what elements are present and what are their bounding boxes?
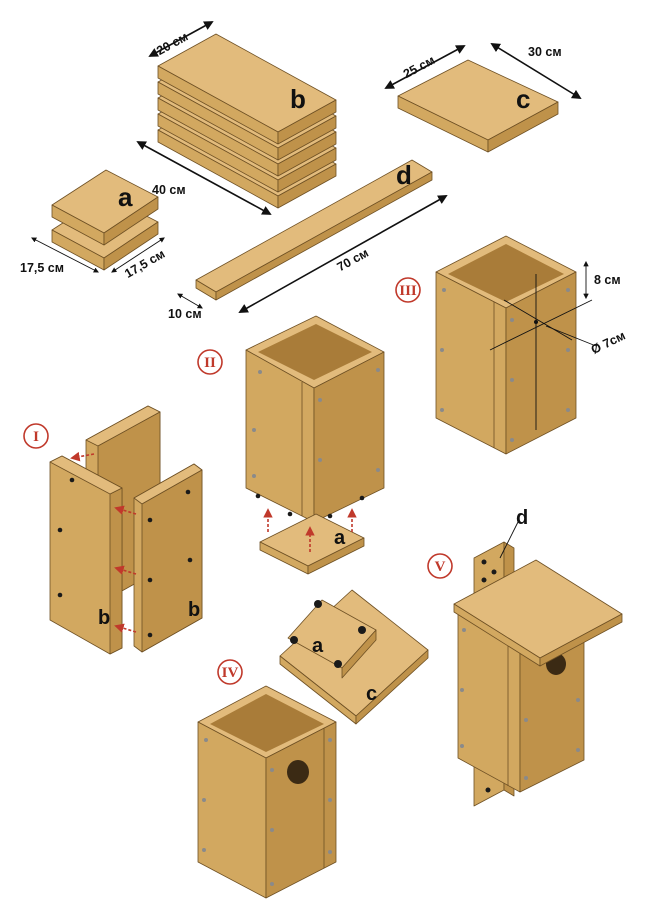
dim-a-width: 17,5 см — [20, 261, 64, 275]
dim-hole-offset: 8 см — [594, 273, 621, 287]
step-5-badge — [427, 553, 453, 579]
dim-d-width: 10 см — [168, 307, 202, 321]
dim-hole-diameter: Ø 7см — [589, 328, 628, 357]
roof-a: a — [312, 635, 324, 657]
step-2-badge — [197, 349, 223, 375]
step-1-b-right: b — [188, 599, 200, 621]
part-a-label: a — [118, 182, 133, 212]
step-2: II a — [197, 315, 385, 575]
step-1: I b b — [23, 405, 203, 655]
dim-c-length: 30 см — [528, 45, 562, 59]
step-2-a: a — [334, 527, 346, 549]
step-3-label: III — [399, 283, 417, 299]
step-5-label: V — [435, 559, 446, 575]
roof-assembly: a c — [279, 589, 429, 725]
part-c-label: c — [516, 84, 530, 114]
step-4-badge — [217, 659, 243, 685]
dim-c-width: 25 см — [401, 53, 437, 81]
step-2-label: II — [204, 355, 216, 371]
part-a-boards: a — [51, 169, 159, 271]
step-3: III 8 см Ø 7см — [395, 235, 628, 455]
part-d-label: d — [396, 160, 412, 190]
step-4: IV — [197, 659, 337, 899]
step-3-badge — [395, 277, 421, 303]
roof-c: c — [366, 683, 377, 705]
part-c-board: c — [397, 59, 559, 153]
part-b-label: b — [290, 84, 306, 114]
step-4-label: IV — [222, 665, 239, 681]
step-1-b-left: b — [98, 607, 110, 629]
part-b-boards: b — [157, 33, 337, 209]
step-5: V d — [427, 507, 623, 807]
step-5-d: d — [516, 507, 528, 529]
dim-b-length: 40 см — [152, 183, 186, 197]
step-1-label: I — [33, 429, 39, 445]
dim-d-length: 70 см — [335, 246, 371, 275]
step-1-badge — [23, 423, 49, 449]
